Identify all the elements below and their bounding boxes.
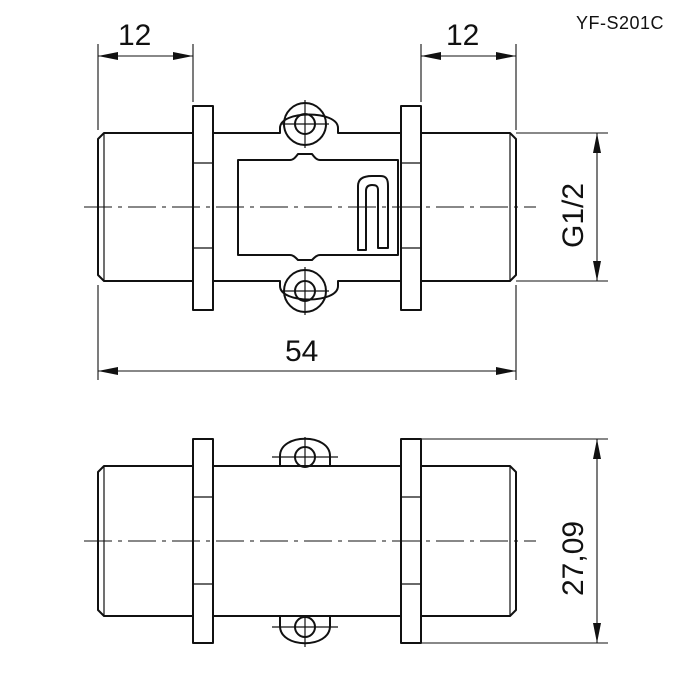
right-nut: [400, 105, 422, 311]
model-label: YF-S201C: [576, 13, 664, 33]
left-nut: [192, 105, 214, 311]
dim-overall-length: [97, 285, 517, 380]
dim-thread-size-label: G1/2: [557, 183, 590, 248]
dim-right-thread: [420, 44, 517, 130]
top-view: [84, 100, 536, 315]
connector-housing: [237, 153, 399, 261]
dim-thread-size: [516, 132, 608, 282]
bottom-view: [84, 437, 536, 647]
dim-overall-length-label: 54: [285, 335, 318, 368]
dim-height: [421, 438, 608, 644]
dim-left-thread: [97, 44, 194, 130]
dim-right-thread-label: 12: [446, 19, 479, 52]
dim-height-label: 27,09: [557, 521, 590, 596]
connector-latch: [357, 175, 389, 251]
dim-left-thread-label: 12: [118, 19, 151, 52]
